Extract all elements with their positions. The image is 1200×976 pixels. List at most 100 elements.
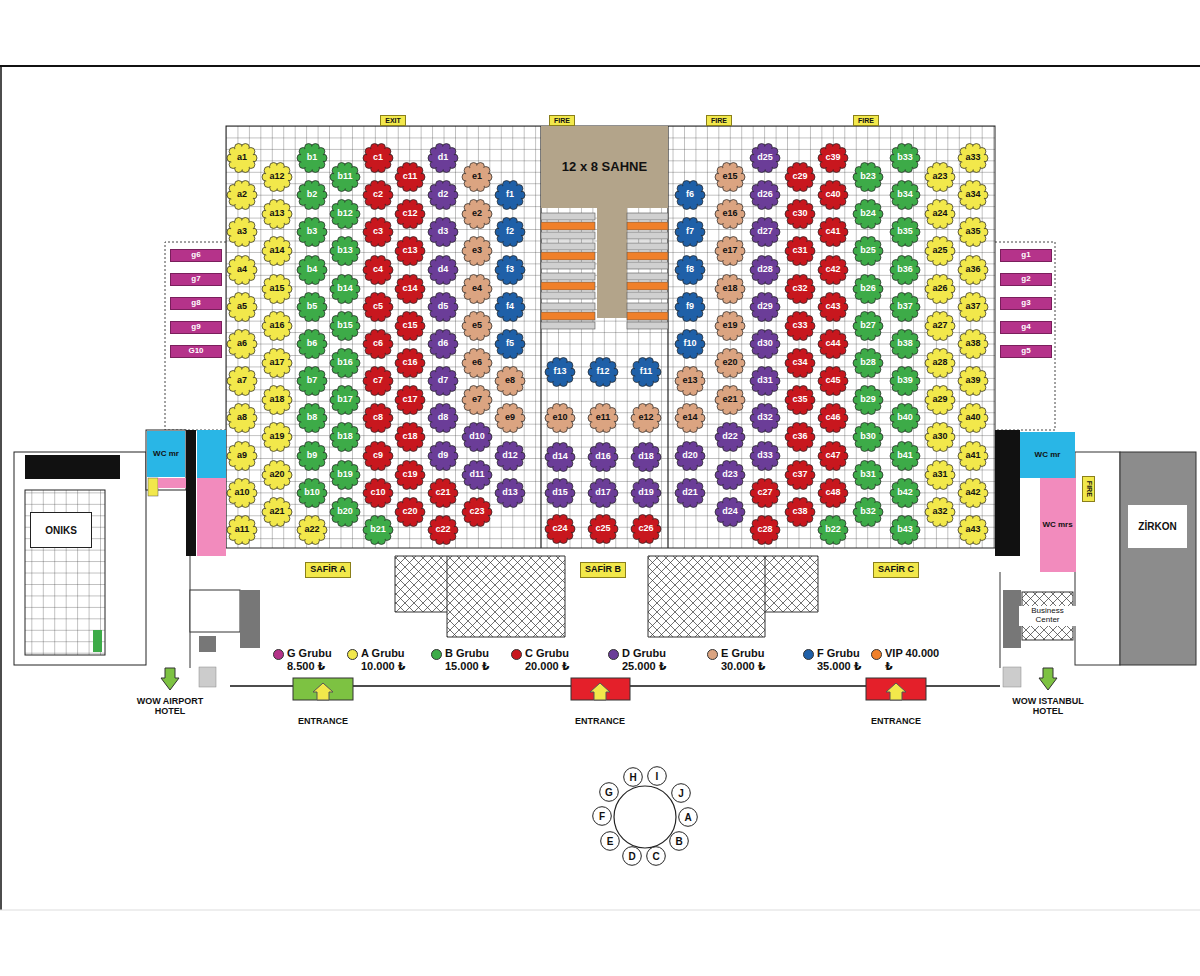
table-top	[367, 481, 390, 504]
seating-table: d2	[428, 180, 458, 210]
table-row: g9	[170, 321, 222, 334]
table-number: b8	[307, 413, 318, 423]
seating-table: e13	[675, 366, 705, 396]
seating-table: b3	[297, 217, 327, 247]
seating-table: c7	[363, 366, 393, 396]
table-number: e7	[472, 395, 482, 405]
table-top	[231, 147, 254, 170]
seating-table: c3	[363, 217, 393, 247]
seating-table: c13	[395, 236, 425, 266]
node-text: g4	[1021, 323, 1030, 332]
table-top	[466, 314, 489, 337]
table-top	[367, 519, 390, 542]
text-group: g5	[1021, 347, 1030, 356]
text-group: c20	[402, 507, 417, 517]
seating-table: e18	[715, 274, 745, 304]
text-group: c26	[638, 524, 653, 534]
table-number: d3	[438, 227, 449, 237]
text-group: e21	[722, 395, 737, 405]
table-top	[499, 221, 522, 244]
node-text: 12 x 8 SAHNE	[562, 160, 647, 174]
seating-table: d6	[428, 329, 458, 359]
table-top	[432, 333, 455, 356]
text-group: b14	[337, 284, 353, 294]
table-number: d5	[438, 302, 449, 312]
seating-table: c16	[395, 348, 425, 378]
table-number: b7	[307, 376, 318, 386]
text-group: e4	[472, 284, 482, 294]
table-number: c24	[552, 524, 567, 534]
room-outline	[14, 452, 146, 665]
text-group: g4	[1021, 323, 1030, 332]
table-top	[466, 500, 489, 523]
text-group: b21	[370, 525, 386, 535]
text-group: e12	[638, 413, 653, 423]
seating-table: b21	[363, 515, 393, 545]
node-text: FIRE	[554, 117, 570, 125]
table-number: f10	[683, 339, 696, 349]
node-text: g1	[1021, 251, 1030, 260]
seating-table: a20	[262, 460, 292, 490]
seating-table: d10	[462, 422, 492, 452]
table-top	[499, 333, 522, 356]
table-top	[266, 166, 289, 189]
text-group: g9	[191, 323, 200, 332]
text-group: c1	[373, 153, 383, 163]
table-top	[266, 500, 289, 523]
table-number: a3	[237, 227, 247, 237]
seating-table: a5	[227, 292, 257, 322]
table-number: b18	[337, 432, 353, 442]
table-top	[367, 444, 390, 467]
table-top	[466, 463, 489, 486]
seating-table: b9	[297, 441, 327, 471]
text-group: g2	[1021, 275, 1030, 284]
table-number: b19	[337, 470, 353, 480]
seating-table: b16	[330, 348, 360, 378]
text-group: c12	[402, 209, 417, 219]
table-row: g5	[1000, 345, 1052, 358]
seating-table: b19	[330, 460, 360, 490]
seating-table: d1	[428, 143, 458, 173]
text-group: e2	[472, 209, 482, 219]
table-top	[719, 240, 742, 263]
table-top	[367, 258, 390, 281]
table-top	[432, 519, 455, 542]
table-top	[499, 184, 522, 207]
seating-table: d16	[588, 442, 618, 472]
seating-table: c9	[363, 441, 393, 471]
text-group: b12	[337, 209, 353, 219]
table-number: a7	[237, 376, 247, 386]
node-text: g3	[1021, 299, 1030, 308]
text-group: a3	[237, 227, 247, 237]
text-group: c24	[552, 524, 567, 534]
text-group: a18	[269, 395, 284, 405]
table-number: a18	[269, 395, 284, 405]
seating-table: e17	[715, 236, 745, 266]
table-number: c13	[402, 246, 417, 256]
seating-table: a1	[227, 143, 257, 173]
table-number: a15	[269, 284, 284, 294]
text-group: d23	[722, 470, 738, 480]
seating-table: d13	[495, 478, 525, 508]
seating-table: a15	[262, 274, 292, 304]
seating-table: a9	[227, 441, 257, 471]
text-group: c10	[370, 488, 385, 498]
seating-table: a16	[262, 311, 292, 341]
table-number: c4	[373, 265, 383, 275]
table-top	[301, 481, 324, 504]
table-top	[549, 518, 572, 541]
table-top	[719, 463, 742, 486]
table-number: e20	[722, 358, 737, 368]
table-top	[399, 277, 422, 300]
table-number: d23	[722, 470, 738, 480]
text-group: b10	[304, 488, 320, 498]
seating-table: e3	[462, 236, 492, 266]
text-group: b8	[307, 413, 318, 423]
table-number: e19	[722, 321, 737, 331]
table-number: d4	[438, 265, 449, 275]
table-number: c20	[402, 507, 417, 517]
seating-table: e16	[715, 199, 745, 229]
seating-table: e2	[462, 199, 492, 229]
table-number: f1	[506, 190, 514, 200]
seating-table: e4	[462, 274, 492, 304]
